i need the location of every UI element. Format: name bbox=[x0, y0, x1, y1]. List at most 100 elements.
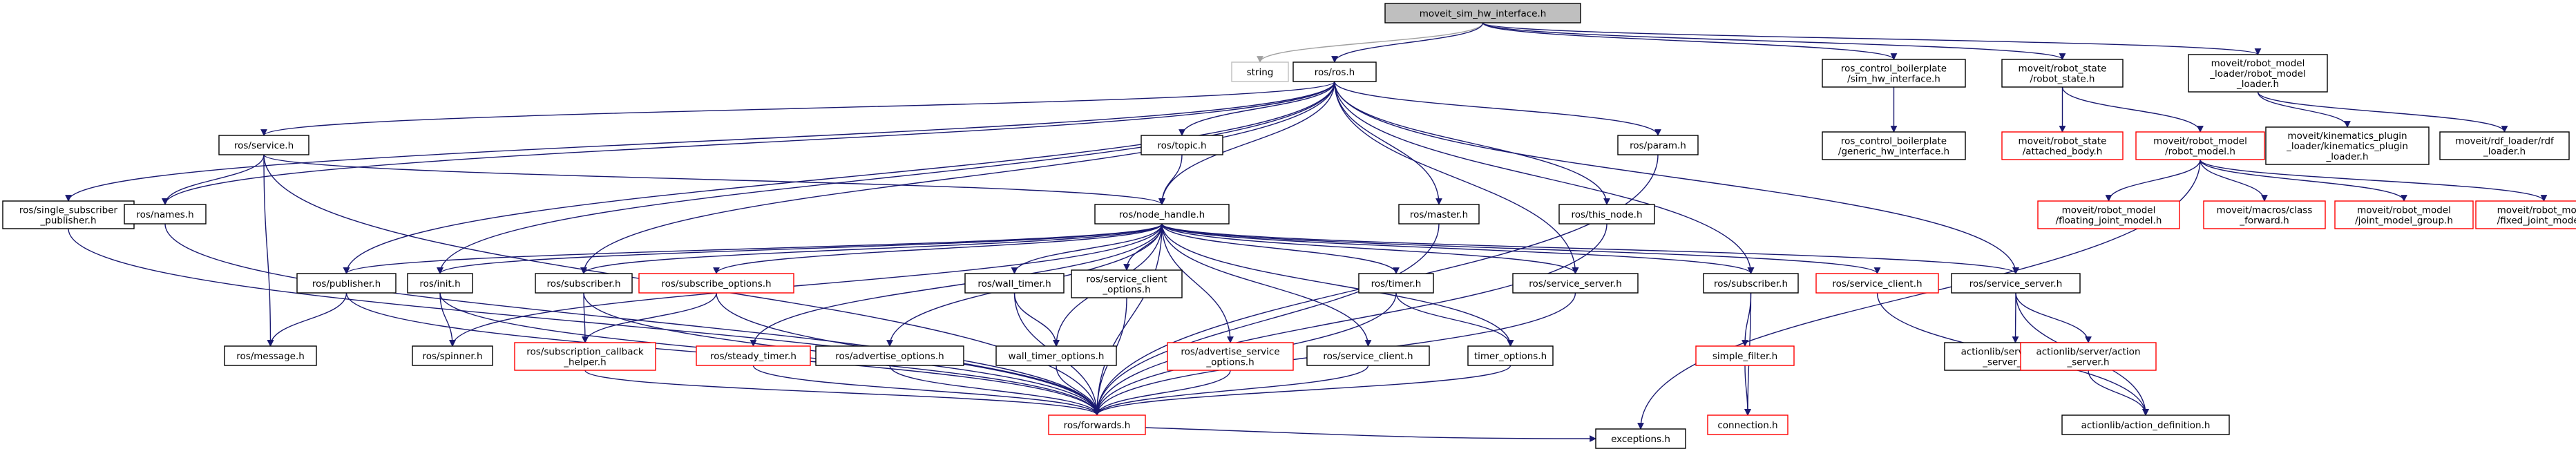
node-this-node[interactable]: ros/this_node.h bbox=[1558, 204, 1655, 225]
node-ros-param[interactable]: ros/param.h bbox=[1617, 135, 1699, 155]
node-sub-cb-helper[interactable]: ros/subscription_callback_helper.h bbox=[514, 342, 656, 371]
edge-node-handle-to-service-server-c bbox=[1161, 223, 1579, 274]
node-box bbox=[1815, 273, 1939, 294]
node-label: ros/service_client.h bbox=[1832, 278, 1922, 289]
node-label: ros/init.h bbox=[419, 278, 460, 289]
node-robot-state[interactable]: moveit/robot_state/robot_state.h bbox=[2001, 59, 2124, 88]
node-ros-names[interactable]: ros/names.h bbox=[124, 204, 207, 225]
edge-ros-ros-to-this-node bbox=[1334, 81, 1610, 205]
edge-wall-timer-options-to-ros-forwards bbox=[1056, 365, 1100, 416]
node-box bbox=[1595, 428, 1686, 449]
node-label: ros/wall_timer.h bbox=[977, 278, 1051, 289]
edge-subscribe-options-to-sub-cb-helper bbox=[582, 292, 717, 343]
edge-robot-model-to-macros-class bbox=[2200, 159, 2268, 202]
edge-robot-model-to-exceptions bbox=[1637, 159, 2201, 430]
node-ros-ros[interactable]: ros/ros.h bbox=[1292, 61, 1377, 82]
node-service-server-r[interactable]: ros/service_server.h bbox=[1951, 273, 2081, 294]
edge-node-handle-to-ros-spinner bbox=[449, 223, 1163, 347]
edge-simple-filter-to-connection bbox=[1744, 365, 1751, 416]
node-ros-service[interactable]: ros/service.h bbox=[218, 135, 309, 155]
node-label: ros/spinner.h bbox=[422, 351, 482, 362]
edge-root-to-ros-control-sim bbox=[1482, 22, 1898, 60]
node-simple-filter[interactable]: simple_filter.h bbox=[1695, 345, 1795, 366]
edge-ros-ros-to-ros-init bbox=[437, 81, 1335, 274]
node-ros-control-sim[interactable]: ros_control_boilerplate/sim_hw_interface… bbox=[1822, 59, 1966, 88]
node-wall-timer[interactable]: ros/wall_timer.h bbox=[964, 273, 1065, 294]
node-box bbox=[2334, 200, 2474, 229]
node-label: _loader/robot_model bbox=[2209, 68, 2305, 79]
node-kinematics-plugin[interactable]: moveit/kinematics_plugin_loader/kinemati… bbox=[2265, 126, 2430, 165]
node-label: timer_options.h bbox=[1474, 351, 1547, 362]
node-box bbox=[1467, 345, 1554, 366]
node-label: actionlib/server/action bbox=[2036, 347, 2140, 358]
node-ros-subscriber-r[interactable]: ros/subscriber.h bbox=[1703, 273, 1799, 294]
node-ros-topic[interactable]: ros/topic.h bbox=[1141, 135, 1223, 155]
node-floating-joint[interactable]: moveit/robot_model/floating_joint_model.… bbox=[2037, 200, 2180, 229]
edge-node-handle-to-ros-init bbox=[437, 223, 1163, 274]
node-service-client-opts[interactable]: ros/service_client_options.h bbox=[1071, 269, 1183, 298]
node-ros-master[interactable]: ros/master.h bbox=[1398, 204, 1480, 225]
node-box bbox=[1951, 273, 2081, 294]
node-ros-message[interactable]: ros/message.h bbox=[224, 345, 317, 366]
node-macros-class[interactable]: moveit/macros/class_forward.h bbox=[2203, 200, 2326, 229]
node-connection[interactable]: connection.h bbox=[1707, 414, 1788, 435]
node-joint-model-group[interactable]: moveit/robot_model/joint_model_group.h bbox=[2334, 200, 2474, 229]
node-label: /fixed_joint_model.h bbox=[2497, 216, 2576, 227]
node-box bbox=[1398, 204, 1480, 225]
edge-advertise-options-to-ros-forwards bbox=[889, 365, 1100, 416]
edge-ros-ros-to-ros-names bbox=[162, 81, 1335, 205]
node-action-server[interactable]: actionlib/server/action_server.h bbox=[2020, 342, 2157, 371]
node-action-definition[interactable]: actionlib/action_definition.h bbox=[2061, 414, 2230, 435]
node-single-sub-pub[interactable]: ros/single_subscriber_publisher.h bbox=[2, 200, 135, 229]
node-steady-timer[interactable]: ros/steady_timer.h bbox=[696, 345, 811, 366]
node-label: ros/node_handle.h bbox=[1119, 209, 1205, 220]
node-attached-body[interactable]: moveit/robot_state/attached_body.h bbox=[2001, 131, 2124, 160]
node-label: _loader.h bbox=[2236, 79, 2279, 90]
node-service-client-b[interactable]: ros/service_client.h bbox=[1306, 345, 1430, 366]
node-label: ros/advertise_options.h bbox=[835, 351, 944, 362]
node-robot-model-loader[interactable]: moveit/robot_model_loader/robot_model_lo… bbox=[2188, 54, 2328, 93]
node-advertise-service-opts[interactable]: ros/advertise_service_options.h bbox=[1167, 342, 1294, 371]
node-rdf-loader[interactable]: moveit/rdf_loader/rdf_loader.h bbox=[2439, 131, 2570, 160]
node-label: ros_control_boilerplate bbox=[1841, 64, 1947, 75]
node-label: ros/topic.h bbox=[1157, 140, 1206, 151]
node-service-server-c[interactable]: ros/service_server.h bbox=[1512, 273, 1639, 294]
node-timer-options[interactable]: timer_options.h bbox=[1467, 345, 1554, 366]
node-advertise-options[interactable]: ros/advertise_options.h bbox=[815, 345, 964, 366]
node-ros-spinner[interactable]: ros/spinner.h bbox=[412, 345, 493, 366]
node-service-client-red[interactable]: ros/service_client.h bbox=[1815, 273, 1939, 294]
node-wall-timer-options[interactable]: wall_timer_options.h bbox=[995, 345, 1117, 366]
node-label: _server.h bbox=[2066, 357, 2109, 368]
edge-ros-ros-to-single-sub-pub bbox=[65, 81, 1335, 202]
node-box bbox=[1358, 273, 1434, 294]
node-box bbox=[296, 273, 397, 294]
node-root[interactable]: moveit_sim_hw_interface.h bbox=[1384, 3, 1581, 23]
edge-root-to-string bbox=[1257, 22, 1484, 63]
node-label: moveit/robot_model bbox=[2357, 205, 2451, 216]
node-robot-model[interactable]: moveit/robot_model/robot_model.h bbox=[2135, 131, 2265, 160]
edge-ros-timer-to-timer-options bbox=[1395, 292, 1514, 347]
node-ros-publisher[interactable]: ros/publisher.h bbox=[296, 273, 397, 294]
edge-node-handle-to-ros-forwards bbox=[1094, 223, 1163, 416]
edge-node-handle-to-ros-subscriber-r bbox=[1161, 223, 1755, 274]
edge-robot-model-loader-to-rdf-loader bbox=[2257, 91, 2508, 133]
edge-node-handle-to-ros-timer bbox=[1161, 223, 1400, 274]
node-box bbox=[2475, 200, 2576, 229]
node-string[interactable]: string bbox=[1231, 61, 1289, 82]
node-label: moveit/robot_state bbox=[2019, 64, 2107, 75]
node-ros-forwards[interactable]: ros/forwards.h bbox=[1048, 414, 1146, 435]
node-label: /sim_hw_interface.h bbox=[1847, 74, 1940, 85]
edge-ros-service-to-node-handle bbox=[263, 154, 1165, 205]
node-ros-timer[interactable]: ros/timer.h bbox=[1358, 273, 1434, 294]
node-subscribe-options[interactable]: ros/subscribe_options.h bbox=[638, 273, 794, 294]
node-ros-subscriber-c[interactable]: ros/subscriber.h bbox=[535, 273, 633, 294]
node-box bbox=[2020, 342, 2157, 371]
node-label: /generic_hw_interface.h bbox=[1838, 146, 1949, 158]
node-fixed-joint[interactable]: moveit/robot_model/fixed_joint_model.h bbox=[2475, 200, 2576, 229]
node-generic-hw[interactable]: ros_control_boilerplate/generic_hw_inter… bbox=[1822, 131, 1966, 160]
node-exceptions[interactable]: exceptions.h bbox=[1595, 428, 1686, 449]
edge-steady-timer-to-ros-forwards bbox=[752, 365, 1100, 416]
node-node-handle[interactable]: ros/node_handle.h bbox=[1094, 204, 1230, 225]
node-ros-init[interactable]: ros/init.h bbox=[407, 273, 473, 294]
edge-ros-subscriber-c-to-sub-cb-helper bbox=[582, 292, 589, 343]
